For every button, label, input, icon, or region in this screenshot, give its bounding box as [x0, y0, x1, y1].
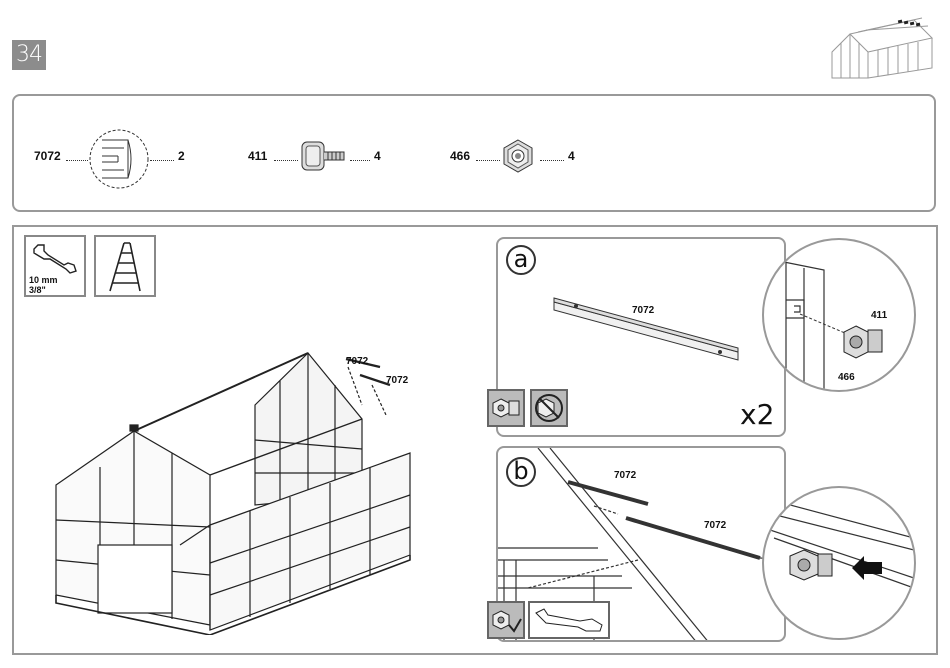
panel-a-bar-label: 7072 [632, 305, 654, 316]
ladder-tool-box [94, 235, 156, 297]
zoom-circle-a [762, 238, 916, 392]
profile-bar-icon [88, 128, 150, 190]
parts-list-box [12, 94, 936, 212]
wrench-size-inch: 3/8" [29, 285, 46, 295]
step-number: 34 [12, 40, 46, 70]
leader-dots [350, 160, 370, 161]
panel-b-bar-bottom-label: 7072 [704, 520, 726, 531]
panel-a-letter: a [506, 245, 536, 275]
hand-wrench-icon-box [528, 601, 610, 639]
panel-b-bar-top-label: 7072 [614, 470, 636, 481]
leader-dots [274, 160, 298, 161]
panel-b-letter: b [506, 457, 536, 487]
part-qty-466: 4 [568, 149, 575, 163]
wrench-tool-box: 10 mm 3/8" [24, 235, 86, 297]
crossed-bolt-icon [532, 391, 566, 425]
zoom-a-nut-label: 466 [838, 372, 855, 383]
step-ladder-icon [104, 241, 148, 293]
bolt-nut-loose-icon [487, 389, 525, 427]
leader-dots [476, 160, 500, 161]
bolt-tightened-icon [487, 601, 525, 639]
wrench-size-mm: 10 mm [29, 275, 58, 285]
no-tighten-icon [530, 389, 568, 427]
part-code-7072: 7072 [34, 149, 61, 163]
leader-dots [540, 160, 564, 161]
hand-wrench-icon [530, 603, 608, 637]
greenhouse-thumbnail-icon [828, 12, 936, 82]
zoom-bolt-assembly-drawing [764, 240, 914, 390]
bolt-check-icon [489, 603, 523, 637]
bolt-nut-icon [489, 391, 523, 425]
zoom-a-bolt-label: 411 [871, 310, 887, 321]
wrench-icon [30, 241, 80, 275]
bar-label-top: 7072 [346, 356, 368, 367]
part-qty-7072: 2 [178, 149, 185, 163]
zoom-circle-b [762, 486, 916, 640]
part-code-466: 466 [450, 149, 470, 163]
part-qty-411: 4 [374, 149, 381, 163]
bar-label-bottom: 7072 [386, 375, 408, 386]
square-bolt-icon [300, 140, 346, 174]
leader-dots [66, 160, 88, 161]
leader-dots [150, 160, 174, 161]
panel-a-multiplier: x2 [740, 398, 774, 431]
zoom-tightened-bolt-drawing [764, 488, 914, 638]
part-code-411: 411 [248, 149, 267, 163]
greenhouse-assembly-illustration [50, 345, 430, 635]
hex-nut-icon [500, 138, 536, 174]
